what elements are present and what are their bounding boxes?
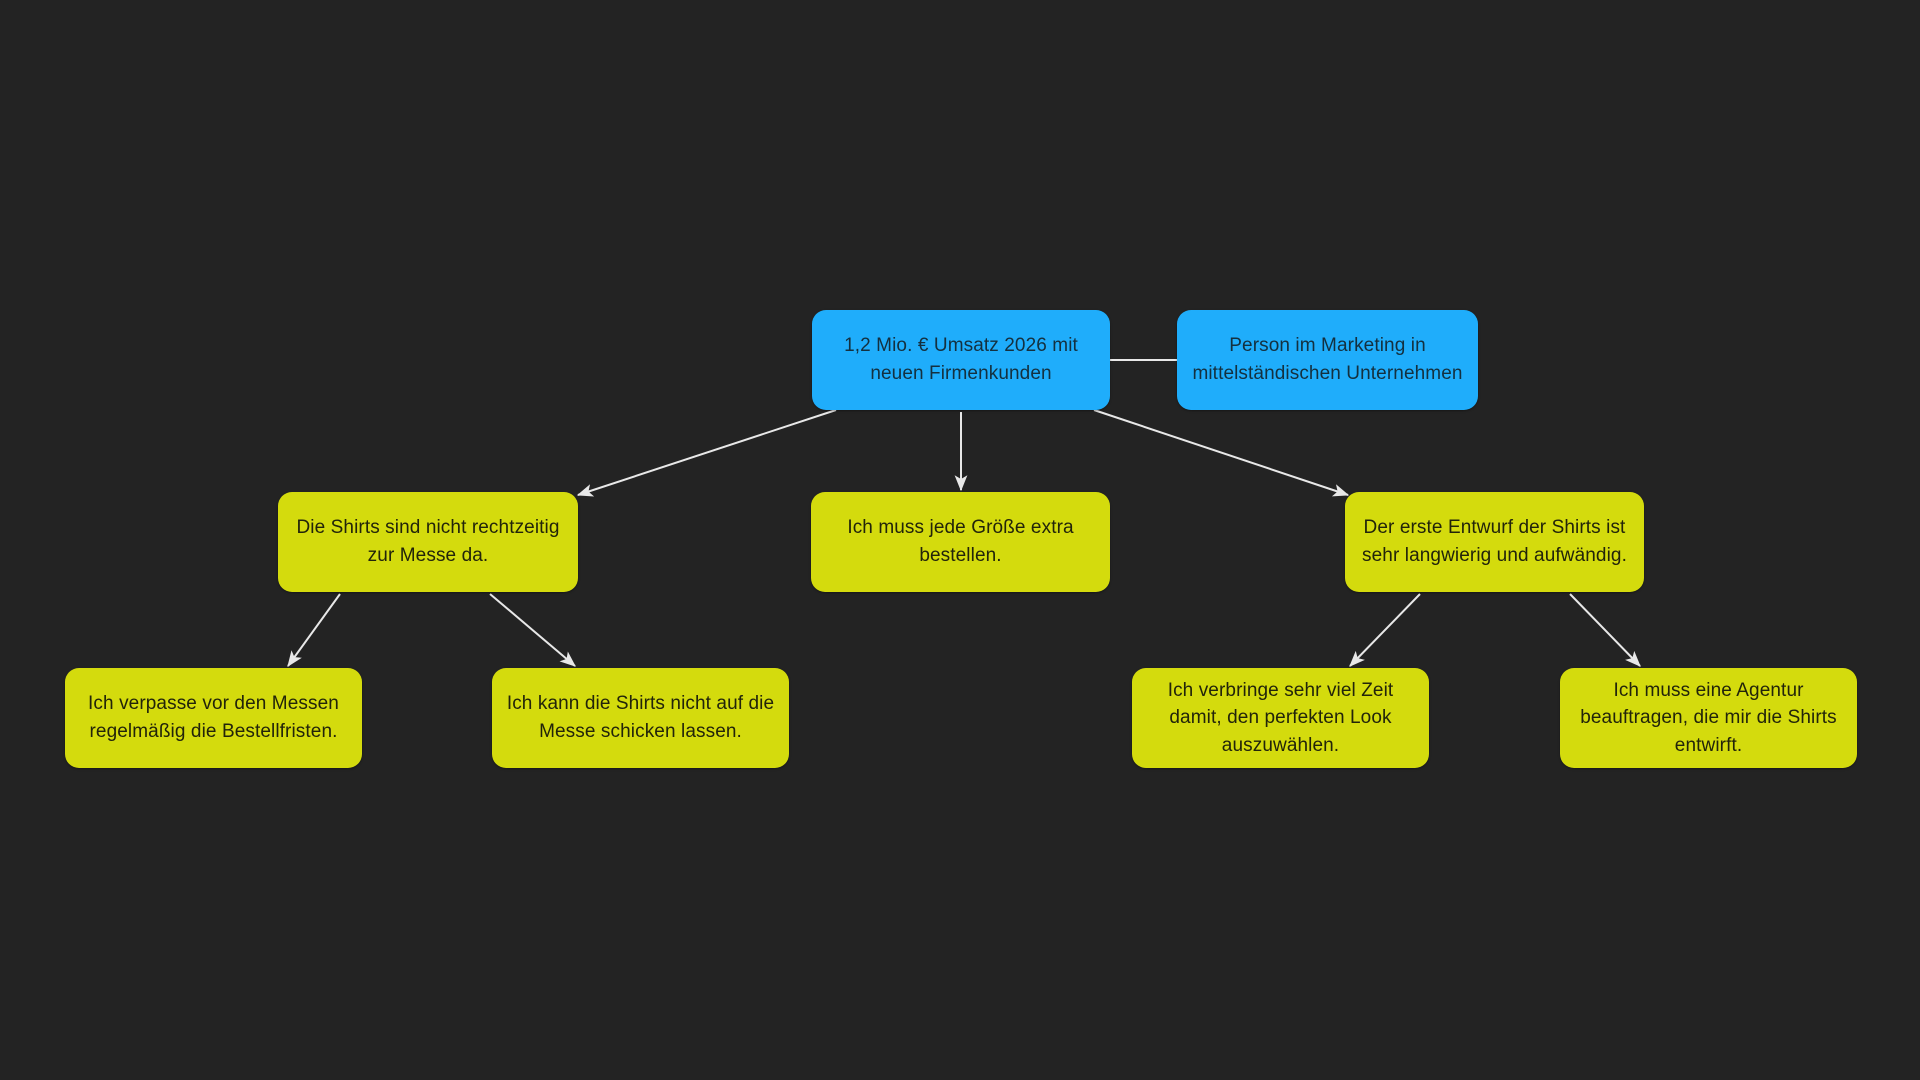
node-persona[interactable]: Person im Marketing in mittelständischen… [1177, 310, 1478, 410]
node-label: Ich verpasse vor den Messen regelmäßig d… [88, 693, 339, 742]
node-label: Der erste Entwurf der Shirts ist sehr la… [1362, 517, 1627, 566]
node-label: 1,2 Mio. € Umsatz 2026 mit neuen Firmenk… [844, 335, 1078, 384]
node-pain-1-1[interactable]: Ich verpasse vor den Messen regelmäßig d… [65, 668, 362, 768]
node-label: Die Shirts sind nicht rechtzeitig zur Me… [296, 517, 560, 566]
node-label: Ich verbringe sehr viel Zeit damit, den … [1167, 679, 1394, 756]
node-pain-2[interactable]: Ich muss jede Größe extra bestellen. [811, 492, 1110, 592]
connector-arrow [576, 409, 837, 497]
connector-arrow [287, 593, 341, 667]
node-pain-1-2[interactable]: Ich kann die Shirts nicht auf die Messe … [492, 668, 789, 768]
node-label: Ich muss jede Größe extra bestellen. [847, 517, 1074, 566]
node-pain-1[interactable]: Die Shirts sind nicht rechtzeitig zur Me… [278, 492, 578, 592]
connector-arrow [1349, 593, 1421, 667]
connector-arrow [489, 593, 576, 667]
node-pain-3[interactable]: Der erste Entwurf der Shirts ist sehr la… [1345, 492, 1644, 592]
node-pain-3-1[interactable]: Ich verbringe sehr viel Zeit damit, den … [1132, 668, 1429, 768]
node-label: Ich muss eine Agentur beauftragen, die m… [1580, 679, 1837, 756]
node-pain-3-2[interactable]: Ich muss eine Agentur beauftragen, die m… [1560, 668, 1857, 768]
node-label: Ich kann die Shirts nicht auf die Messe … [506, 693, 775, 742]
connector-arrow [1569, 593, 1641, 667]
node-goal[interactable]: 1,2 Mio. € Umsatz 2026 mit neuen Firmenk… [812, 310, 1110, 410]
connector-arrow [1093, 409, 1350, 497]
node-label: Person im Marketing in mittelständischen… [1192, 335, 1463, 384]
